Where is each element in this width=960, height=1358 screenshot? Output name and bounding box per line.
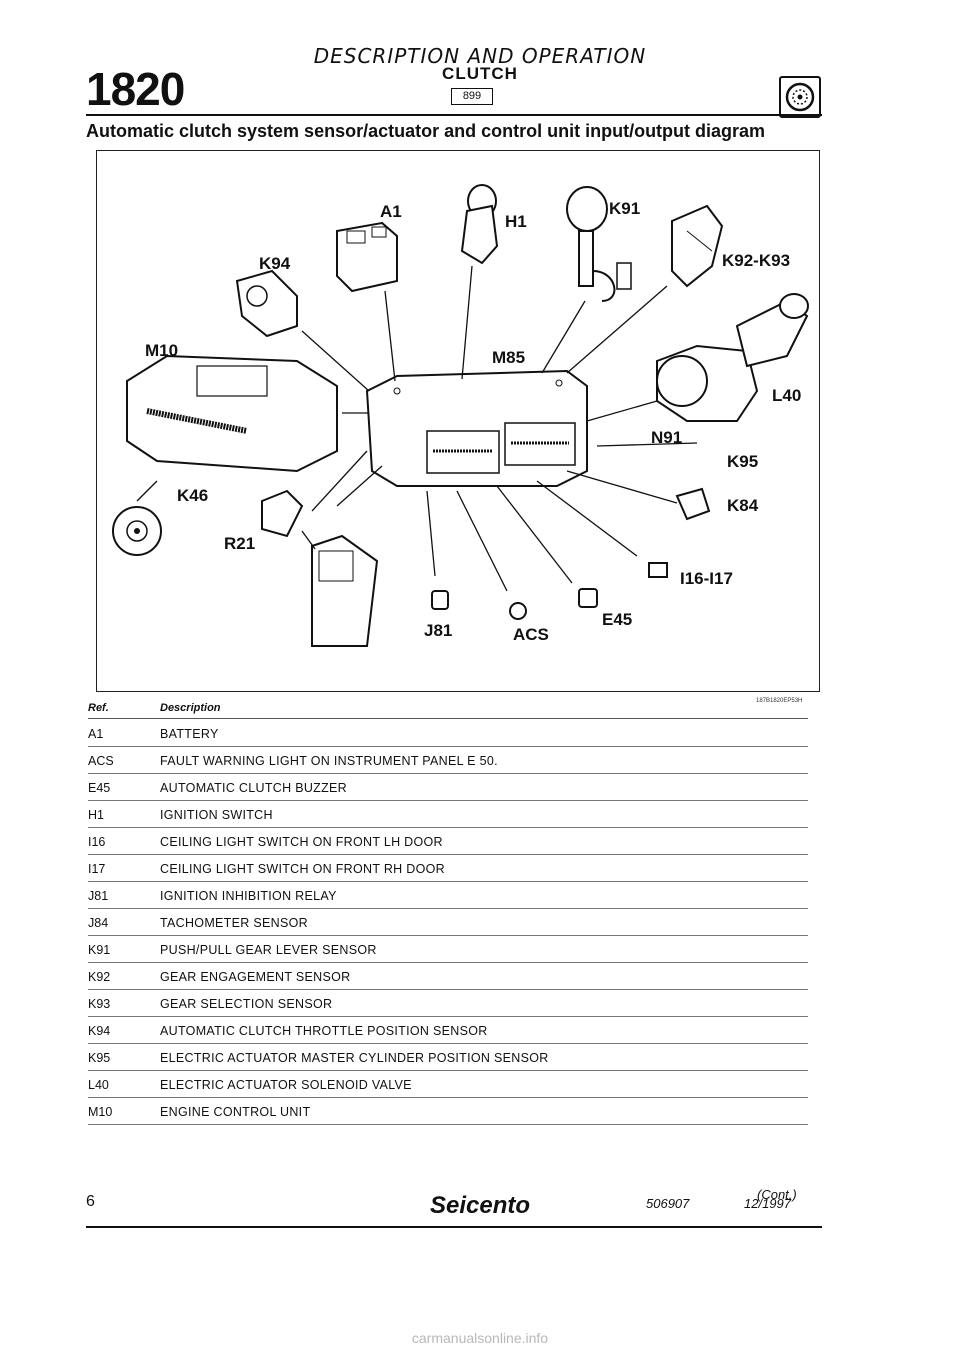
- connector-r21: [261, 489, 304, 538]
- gear-lever-k91: [566, 186, 632, 302]
- label-a1: A1: [380, 202, 402, 221]
- row-ref: K93: [88, 997, 111, 1011]
- row-ref: E45: [88, 781, 111, 795]
- table-header-ref: Ref.: [88, 702, 109, 714]
- label-m85: M85: [492, 348, 525, 367]
- table-row: I16 CEILING LIGHT SWITCH ON FRONT LH DOOR: [88, 828, 808, 855]
- row-ref: I17: [88, 862, 106, 876]
- row-desc: IGNITION INHIBITION RELAY: [160, 889, 337, 903]
- row-desc: FAULT WARNING LIGHT ON INSTRUMENT PANEL …: [160, 754, 498, 768]
- document-title: Automatic clutch system sensor/actuator …: [86, 121, 766, 141]
- row-desc: ENGINE CONTROL UNIT: [160, 1105, 311, 1119]
- label-m10: M10: [145, 341, 178, 360]
- label-acs: ACS: [513, 625, 549, 644]
- label-e45: E45: [602, 610, 632, 629]
- row-ref: K94: [88, 1024, 111, 1038]
- buzzer-e45: [578, 588, 598, 608]
- table-row: L40 ELECTRIC ACTUATOR SOLENOID VALVE: [88, 1071, 808, 1098]
- header-rule: [86, 114, 822, 116]
- row-desc: CEILING LIGHT SWITCH ON FRONT RH DOOR: [160, 862, 445, 876]
- row-ref: M10: [88, 1105, 113, 1119]
- table-row: K94 AUTOMATIC CLUTCH THROTTLE POSITION SE…: [88, 1017, 808, 1044]
- label-l40: L40: [772, 386, 801, 405]
- table-row: J81 IGNITION INHIBITION RELAY: [88, 882, 808, 909]
- label-k46: K46: [177, 486, 208, 505]
- subsection-title: CLUTCH: [442, 64, 518, 83]
- figure-code: 187B1820EP53H: [756, 698, 803, 704]
- throttle-sensor-k94: [235, 269, 298, 338]
- section-number: 1820: [86, 63, 185, 115]
- row-ref: J84: [88, 916, 109, 930]
- subsection-code: 899: [451, 88, 493, 105]
- footer-rule: [86, 1226, 822, 1228]
- table-row: I17 CEILING LIGHT SWITCH ON FRONT RH DOOR: [88, 855, 808, 882]
- label-r21: R21: [224, 534, 255, 553]
- relay-j81: [431, 590, 449, 610]
- row-desc: GEAR SELECTION SENSOR: [160, 997, 333, 1011]
- battery-a1: [336, 221, 398, 293]
- row-desc: TACHOMETER SENSOR: [160, 916, 308, 930]
- label-k94: K94: [259, 254, 291, 273]
- tachometer-sensor-k46: [112, 506, 162, 556]
- document-date: 12/1997: [744, 1196, 791, 1211]
- row-ref: H1: [88, 808, 104, 822]
- table-row: K91 PUSH/PULL GEAR LEVER SENSOR: [88, 936, 808, 963]
- gear-sensors-k92-k93: [671, 204, 724, 288]
- row-desc: CEILING LIGHT SWITCH ON FRONT LH DOOR: [160, 835, 443, 849]
- document-code: 506907: [646, 1196, 690, 1211]
- door-switch-i16-i17: [648, 562, 668, 578]
- engine-control-unit-m10: [126, 354, 338, 473]
- label-j81: J81: [424, 621, 452, 640]
- table-header-rule: [88, 718, 808, 719]
- table-row: K92 GEAR ENGAGEMENT SENSOR: [88, 963, 808, 990]
- label-k95: K95: [727, 452, 758, 471]
- row-ref: K95: [88, 1051, 111, 1065]
- brand-logo: Seicento: [429, 1192, 531, 1219]
- table-row: H1 IGNITION SWITCH: [88, 801, 808, 828]
- row-ref: A1: [88, 727, 104, 741]
- electric-actuator-l40: [656, 293, 809, 422]
- row-desc: AUTOMATIC CLUTCH BUZZER: [160, 781, 347, 795]
- ignition-switch-h1: [460, 184, 499, 265]
- label-k91: K91: [609, 199, 640, 218]
- table-row: K95 ELECTRIC ACTUATOR MASTER CYLINDER POS…: [88, 1044, 808, 1071]
- label-i16-i17: I16-I17: [680, 569, 733, 588]
- clutch-icon: [779, 76, 821, 118]
- row-ref: K92: [88, 970, 111, 984]
- row-desc: PUSH/PULL GEAR LEVER SENSOR: [160, 943, 377, 957]
- clutch-system-diagram: A1 H1 K91 K92-K93 K94 M10 M85 L40 N91 K9…: [112, 184, 809, 647]
- diagram-frame: A1 H1 K91 K92-K93 K94 M10 M85 L40 N91 K9…: [96, 150, 820, 692]
- row-desc: ELECTRIC ACTUATOR MASTER CYLINDER POSITI…: [160, 1051, 549, 1065]
- warning-light-acs: [509, 602, 527, 620]
- signal-arrows: [136, 265, 698, 592]
- row-ref: ACS: [88, 754, 114, 768]
- table-row: E45 AUTOMATIC CLUTCH BUZZER: [88, 774, 808, 801]
- watermark: carmanualsonline.info: [411, 1330, 549, 1346]
- control-unit-m85: [365, 369, 588, 487]
- table-row: A1 BATTERY: [88, 720, 808, 747]
- page-number: 6: [86, 1193, 95, 1210]
- label-k84: K84: [727, 496, 759, 515]
- label-h1: H1: [505, 212, 527, 231]
- sensor-k84: [675, 487, 711, 521]
- table-row: K93 GEAR SELECTION SENSOR: [88, 990, 808, 1017]
- diagnostic-tester: [311, 534, 379, 647]
- table-header-description: Description: [160, 702, 221, 714]
- row-ref: L40: [88, 1078, 109, 1092]
- row-desc: IGNITION SWITCH: [160, 808, 273, 822]
- table-row: ACS FAULT WARNING LIGHT ON INSTRUMENT PAN…: [88, 747, 808, 774]
- row-ref: J81: [88, 889, 109, 903]
- continued-note: (Cont.): [757, 1187, 797, 1202]
- label-n91: N91: [651, 428, 682, 447]
- label-k92-k93: K92-K93: [722, 251, 790, 270]
- table-row: J84 TACHOMETER SENSOR: [88, 909, 808, 936]
- row-desc: AUTOMATIC CLUTCH THROTTLE POSITION SENSO…: [160, 1024, 488, 1038]
- section-title: DESCRIPTION AND OPERATION: [313, 44, 647, 68]
- row-desc: GEAR ENGAGEMENT SENSOR: [160, 970, 351, 984]
- row-ref: I16: [88, 835, 106, 849]
- row-desc: ELECTRIC ACTUATOR SOLENOID VALVE: [160, 1078, 412, 1092]
- row-desc: BATTERY: [160, 727, 219, 741]
- table-row: M10 ENGINE CONTROL UNIT: [88, 1098, 808, 1125]
- row-ref: K91: [88, 943, 111, 957]
